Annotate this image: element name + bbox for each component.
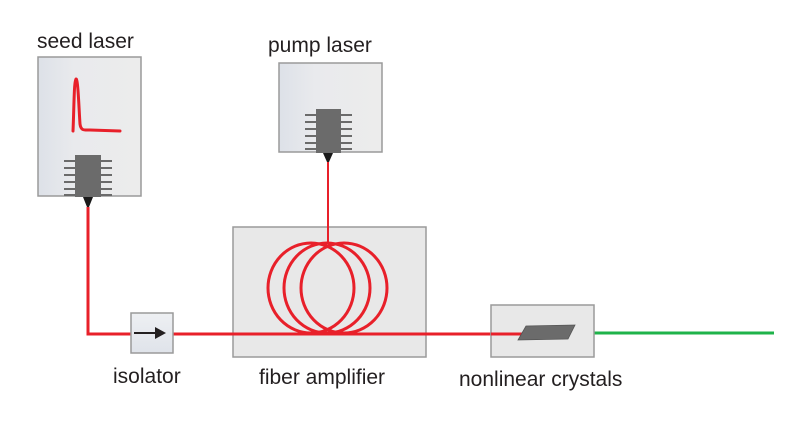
pump-laser-label: pump laser xyxy=(268,34,372,57)
pump-laser-diode-chip-icon xyxy=(305,109,352,162)
isolator: isolator xyxy=(113,312,181,388)
isolator-label: isolator xyxy=(113,365,181,388)
fiber-amplifier: fiber amplifier xyxy=(232,226,427,389)
pump-laser: pump laser xyxy=(268,34,383,162)
seed-laser-label: seed laser xyxy=(37,30,134,53)
seed-laser-diode-chip-icon xyxy=(64,155,112,207)
pulse-waveform-icon xyxy=(71,77,122,133)
nonlinear-crystals: nonlinear crystals xyxy=(459,304,622,391)
arrow-right-icon xyxy=(134,327,166,339)
fiber-amplifier-label: fiber amplifier xyxy=(259,366,385,389)
seed-to-isolator-beam xyxy=(86,207,131,336)
crystal-icon xyxy=(517,324,576,341)
nonlinear-crystals-label: nonlinear crystals xyxy=(459,368,622,391)
beam-paths xyxy=(86,162,774,336)
seed-laser: seed laser xyxy=(37,30,142,207)
